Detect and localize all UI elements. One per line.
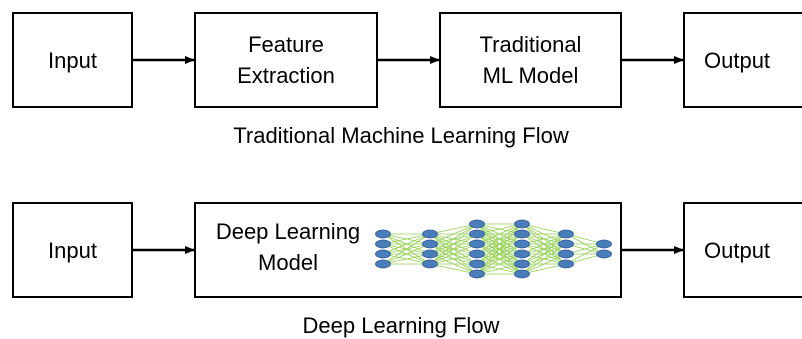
network-node: [595, 239, 612, 248]
deep-input-box: Input: [12, 202, 133, 298]
network-edge: [429, 223, 477, 254]
network-node: [468, 219, 485, 228]
network-node: [513, 249, 530, 258]
network-node: [513, 239, 530, 248]
network-node: [513, 219, 530, 228]
network-node: [468, 249, 485, 258]
network-edge: [521, 243, 566, 274]
network-edge: [476, 223, 522, 244]
network-node: [557, 229, 574, 238]
network-node: [595, 249, 612, 258]
network-edge: [429, 223, 477, 244]
network-node: [468, 269, 485, 278]
deep-learning-model-box: [194, 202, 622, 298]
network-edge: [521, 233, 566, 254]
network-edge: [476, 263, 522, 274]
network-edge: [429, 263, 477, 274]
network-node: [421, 259, 438, 268]
network-node: [513, 259, 530, 268]
network-node: [374, 259, 391, 268]
network-node: [513, 229, 530, 238]
network-edge: [476, 243, 522, 274]
network-node: [374, 239, 391, 248]
deep-output-box: Output: [683, 202, 802, 298]
network-node: [557, 249, 574, 258]
network-edge: [565, 243, 604, 264]
network-edge: [382, 233, 430, 244]
network-node: [374, 249, 391, 258]
network-edge: [382, 233, 430, 264]
neural-network-graphic: [374, 219, 612, 278]
network-edge: [476, 223, 522, 254]
network-edge: [521, 233, 566, 264]
network-edge: [382, 243, 430, 264]
network-node: [421, 229, 438, 238]
deep-learning-model-label: Deep Learning Model: [215, 219, 361, 275]
traditional-input-label: Input: [48, 47, 97, 73]
network-node: [557, 239, 574, 248]
network-edge: [476, 223, 522, 234]
network-edge: [429, 223, 477, 234]
traditional-flow-caption: Traditional Machine Learning Flow: [233, 123, 569, 148]
network-edge: [429, 223, 477, 264]
network-node: [421, 249, 438, 258]
network-edge: [476, 233, 522, 274]
feature-extraction-label: Feature Extraction: [237, 32, 335, 88]
network-edge: [382, 253, 430, 264]
network-edge: [429, 253, 477, 264]
traditional-output-label: Output: [704, 47, 771, 73]
deep-flow-caption: Deep Learning Flow: [302, 313, 500, 338]
network-node: [468, 239, 485, 248]
traditional-ml-model-box: Traditional ML Model: [439, 12, 622, 108]
deep-input-label: Input: [48, 237, 97, 263]
network-node: [421, 239, 438, 248]
network-edge: [476, 253, 522, 274]
network-edge: [521, 233, 566, 274]
traditional-ml-model-label: Traditional ML Model: [479, 32, 582, 88]
network-node: [557, 259, 574, 268]
network-node: [468, 229, 485, 238]
network-edge: [382, 233, 430, 254]
feature-extraction-box: Feature Extraction: [194, 12, 378, 108]
network-edge: [476, 223, 522, 264]
network-node: [468, 259, 485, 268]
network-node: [374, 229, 391, 238]
traditional-input-box: Input: [12, 12, 133, 108]
network-edge: [521, 253, 566, 274]
deep-output-label: Output: [704, 237, 771, 263]
traditional-output-box: Output: [683, 12, 802, 108]
network-edge: [476, 223, 522, 274]
network-edge: [429, 233, 477, 264]
network-node: [513, 269, 530, 278]
network-edge: [429, 243, 477, 264]
